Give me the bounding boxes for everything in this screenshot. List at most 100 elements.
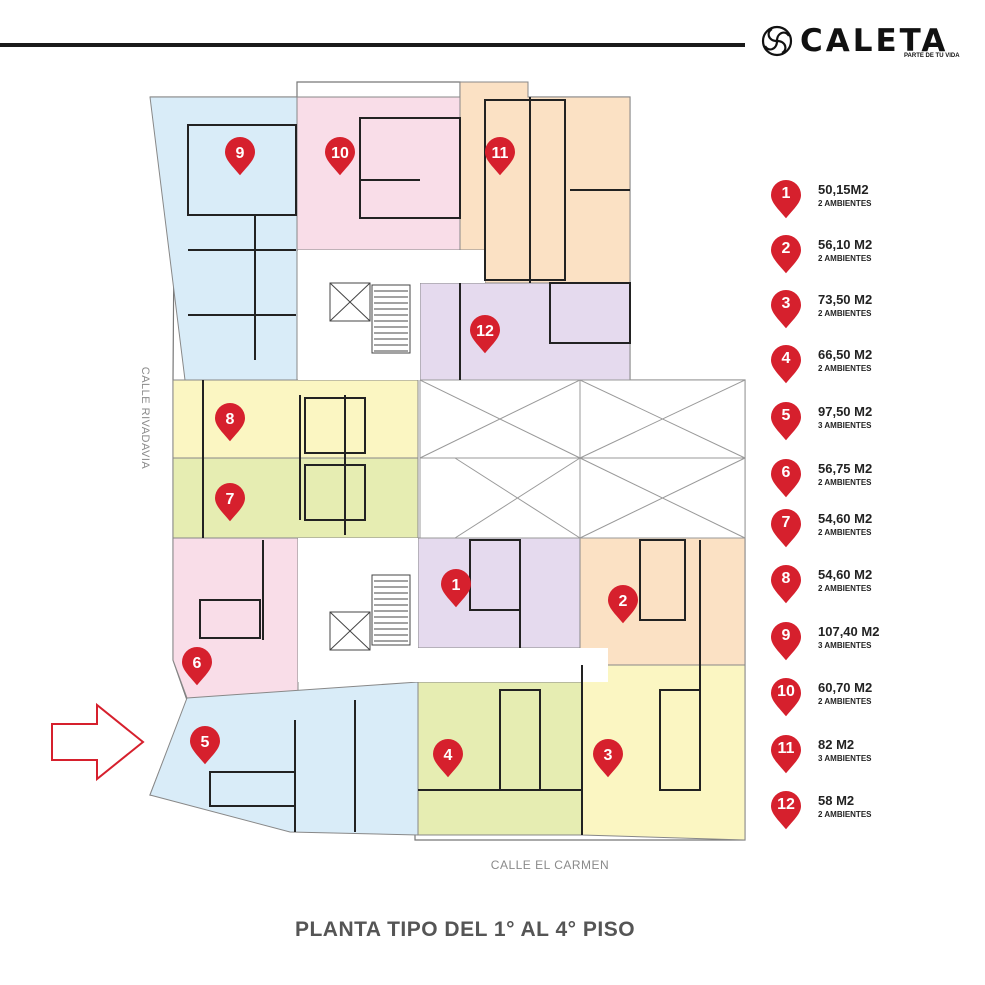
legend-item-7: 7 54,60 M2 2 AMBIENTES [768, 507, 978, 548]
map-pin-icon [485, 137, 515, 176]
legend-unit-area: 66,50 M2 [818, 347, 873, 362]
legend-unit-rooms: 2 AMBIENTES [818, 364, 872, 373]
unit-pin-number: 7 [226, 491, 235, 508]
unit-pin-number: 8 [226, 411, 235, 428]
legend-unit-rooms: 2 AMBIENTES [818, 478, 872, 487]
plan-title: PLANTA TIPO DEL 1° AL 4° PISO [294, 918, 636, 941]
interior-walls [187, 97, 701, 835]
circulation [298, 250, 608, 682]
street-side-label: CALLE RIVADAVIA [139, 360, 152, 480]
unit-areas [149, 81, 746, 841]
legend-item-3: 3 73,50 M2 2 AMBIENTES [768, 288, 978, 329]
unit-pin-8: 8 [215, 403, 245, 442]
legend-unit-number: 4 [781, 350, 791, 367]
unit-pin-number: 9 [236, 145, 245, 162]
legend-unit-rooms: 2 AMBIENTES [818, 528, 872, 537]
legend-unit-rooms: 2 AMBIENTES [818, 254, 872, 263]
legend-item-9: 9 107,40 M2 3 AMBIENTES [768, 620, 978, 661]
entrance-arrow-icon [51, 702, 145, 782]
legend-unit-area: 50,15M2 [818, 182, 869, 197]
unit-12-area [419, 282, 631, 381]
unit-8-area [172, 379, 419, 459]
legend-unit-number: 12 [777, 796, 795, 813]
legend-unit-area: 56,75 M2 [818, 461, 873, 476]
legend-unit-rooms: 2 AMBIENTES [818, 199, 872, 208]
legend-unit-number: 7 [781, 514, 791, 531]
unit-9-area [149, 96, 298, 381]
legend-item-10: 10 60,70 M2 2 AMBIENTES [768, 676, 978, 717]
legend-unit-area: 54,60 M2 [818, 567, 873, 582]
legend-item-5: 5 97,50 M2 3 AMBIENTES [768, 400, 978, 441]
legend-unit-area: 97,50 M2 [818, 404, 873, 419]
legend-unit-rooms: 2 AMBIENTES [818, 697, 872, 706]
legend-unit-rooms: 3 AMBIENTES [818, 641, 872, 650]
unit-pin-number: 11 [492, 145, 509, 162]
legend-unit-number: 6 [781, 464, 791, 481]
legend-item-2: 2 56,10 M2 2 AMBIENTES [768, 233, 978, 274]
unit-pin-3: 3 [593, 739, 623, 778]
unit-7-area [172, 457, 419, 539]
legend-item-12: 12 58 M2 2 AMBIENTES [768, 789, 978, 830]
unit-pin-10: 10 [325, 137, 355, 176]
map-pin-icon [593, 739, 623, 778]
map-pin-icon [215, 403, 245, 442]
legend-unit-area: 58 M2 [818, 793, 855, 808]
street-rivadavia: CALLE RIVADAVIA [139, 366, 151, 470]
map-pin-icon [771, 290, 801, 329]
legend-unit-rooms: 3 AMBIENTES [818, 754, 872, 763]
legend-unit-number: 2 [781, 240, 791, 257]
legend-unit-number: 5 [781, 407, 791, 424]
legend-item-11: 11 82 M2 3 AMBIENTES [768, 733, 978, 774]
legend-unit-number: 10 [777, 683, 795, 700]
map-pin-icon [433, 739, 463, 778]
map-pin-icon [771, 678, 801, 717]
unit-pin-number: 3 [604, 747, 613, 764]
legend-unit-area: 60,70 M2 [818, 680, 873, 695]
header-rule [0, 43, 745, 47]
unit-pin-4: 4 [433, 739, 463, 778]
unit-pin-1: 1 [441, 569, 471, 608]
map-pin-icon [771, 345, 801, 384]
legend-item-1: 1 50,15M2 2 AMBIENTES [768, 178, 978, 219]
map-pin-icon [771, 735, 801, 774]
map-pin-icon [771, 565, 801, 604]
legend-unit-rooms: 2 AMBIENTES [818, 810, 872, 819]
brand-name: CALETA [800, 23, 949, 59]
legend-unit-number: 11 [777, 740, 795, 757]
map-pin-icon [608, 585, 638, 624]
unit-pin-number: 2 [619, 593, 628, 610]
map-pin-icon [224, 136, 255, 176]
legend-unit-number: 8 [781, 570, 791, 587]
map-pin-icon [190, 726, 220, 765]
legend-item-4: 4 66,50 M2 2 AMBIENTES [768, 343, 978, 384]
unit-5-area [149, 681, 419, 836]
swirl-logo-icon [761, 25, 793, 57]
courtyard [419, 379, 746, 539]
map-pin-icon [325, 137, 355, 176]
unit-pin-2: 2 [608, 585, 638, 624]
map-pin-icon [215, 483, 245, 522]
legend-unit-area: 54,60 M2 [818, 511, 873, 526]
map-pin-icon [182, 647, 212, 686]
unit-pin-9: 9 [224, 136, 255, 176]
unit-pin-number: 6 [193, 655, 202, 672]
unit-pin-number: 1 [452, 577, 461, 594]
unit-1-area [417, 537, 581, 649]
unit-pin-number: 10 [331, 145, 349, 162]
legend-unit-area: 56,10 M2 [818, 237, 873, 252]
map-pin-icon [441, 569, 471, 608]
legend-item-6: 6 56,75 M2 2 AMBIENTES [768, 457, 978, 498]
unit-pin-number: 4 [444, 747, 453, 764]
legend-unit-area: 82 M2 [818, 737, 855, 752]
unit-pin-11: 11 [485, 137, 515, 176]
legend-unit-area: 73,50 M2 [818, 292, 873, 307]
legend-unit-number: 3 [781, 295, 791, 312]
caleta-logo: CALETA PARTE DE TU VIDA [760, 22, 970, 68]
map-pin-icon [470, 315, 500, 354]
legend-unit-rooms: 2 AMBIENTES [818, 309, 872, 318]
brand-tagline: PARTE DE TU VIDA [904, 53, 960, 59]
unit-pin-number: 5 [201, 734, 210, 751]
map-pin-icon [771, 509, 801, 548]
map-pin-icon [771, 235, 801, 274]
